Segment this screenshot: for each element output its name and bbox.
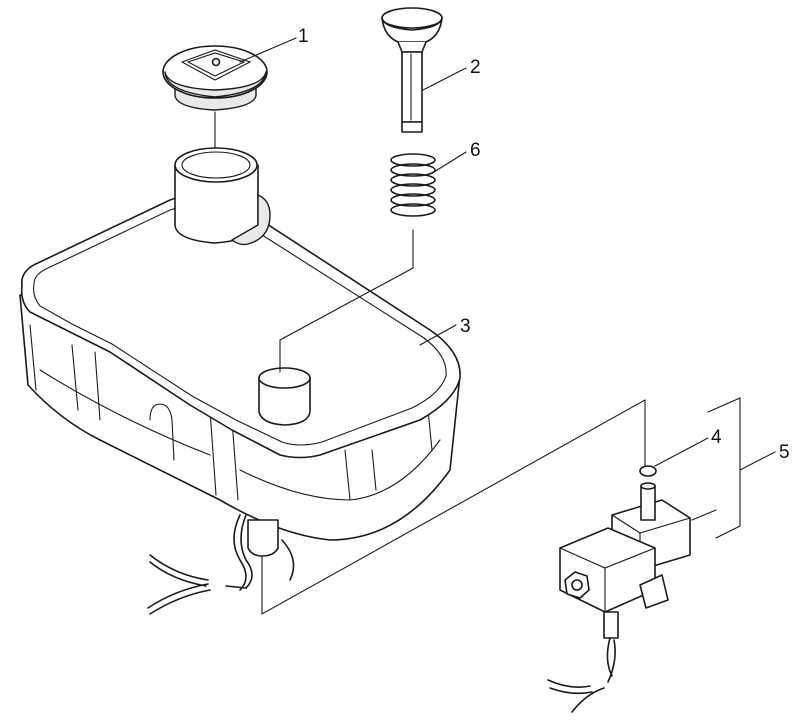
part-o-ring	[639, 465, 657, 477]
part-valve-stem	[381, 7, 443, 133]
callout-4: 4	[711, 427, 722, 448]
part-reservoir-tank	[19, 147, 461, 557]
callout-1: 1	[298, 26, 309, 47]
part-cap	[162, 45, 268, 111]
tank-wires	[147, 514, 295, 615]
callout-6: 6	[470, 140, 481, 161]
part-solenoid-valve	[547, 482, 691, 713]
part-spring	[390, 153, 436, 217]
leader-lines	[214, 37, 776, 615]
callout-2: 2	[470, 57, 481, 78]
callout-3: 3	[460, 316, 471, 337]
callout-5: 5	[779, 442, 790, 463]
